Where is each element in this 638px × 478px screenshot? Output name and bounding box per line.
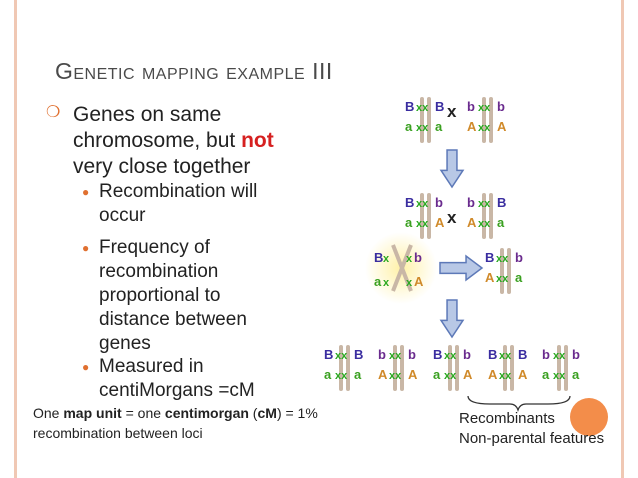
crossover-mark: xx bbox=[499, 370, 512, 382]
allele-label: A bbox=[488, 367, 498, 382]
allele-label: B bbox=[497, 195, 506, 210]
crossover-mark: xx bbox=[478, 122, 491, 134]
allele-label: A bbox=[463, 367, 473, 382]
crossover-mark: xx bbox=[389, 350, 402, 362]
recombinants-line: Recombinants bbox=[459, 410, 555, 427]
crossover-mark: xx bbox=[478, 102, 491, 114]
allele-label: A bbox=[485, 270, 495, 285]
allele-label: B bbox=[405, 99, 414, 114]
crossover-mark: xx bbox=[478, 218, 491, 230]
allele-label: b bbox=[435, 195, 443, 210]
allele-label: a bbox=[497, 215, 505, 230]
allele-label: A bbox=[497, 119, 507, 134]
allele-label: b bbox=[467, 195, 475, 210]
allele-label: b bbox=[414, 250, 422, 265]
recombinants-label: Recombinants Non-parental features bbox=[459, 409, 604, 449]
allele-label: a bbox=[435, 119, 443, 134]
allele-label: b bbox=[463, 347, 471, 362]
allele-label: a bbox=[405, 119, 413, 134]
crossover-mark: xx bbox=[499, 350, 512, 362]
allele-label: a bbox=[324, 367, 332, 382]
allele-label: b bbox=[497, 99, 505, 114]
allele-label: b bbox=[408, 347, 416, 362]
allele-label: B bbox=[433, 347, 442, 362]
cross-symbol: x bbox=[447, 208, 457, 227]
allele-label: b bbox=[515, 250, 523, 265]
non-parental-line: Non-parental features bbox=[459, 430, 604, 447]
crossover-mark: x bbox=[406, 277, 413, 289]
crossover-mark: x bbox=[383, 253, 390, 265]
crossover-mark: xx bbox=[444, 370, 457, 382]
allele-label: B bbox=[324, 347, 333, 362]
crossover-mark: xx bbox=[416, 198, 429, 210]
allele-label: a bbox=[374, 274, 382, 289]
allele-label: A bbox=[408, 367, 418, 382]
crossover-mark: x bbox=[383, 277, 390, 289]
right-arrow-icon bbox=[440, 256, 482, 280]
allele-label: a bbox=[405, 215, 413, 230]
allele-label: B bbox=[354, 347, 363, 362]
allele-label: a bbox=[572, 367, 580, 382]
crossover-mark: xx bbox=[496, 253, 509, 265]
crossover-mark: xx bbox=[335, 350, 348, 362]
crossover-mark: xx bbox=[416, 102, 429, 114]
crossover-mark: xx bbox=[553, 350, 566, 362]
crossover-mark: xx bbox=[416, 218, 429, 230]
allele-label: A bbox=[467, 215, 477, 230]
allele-label: A bbox=[378, 367, 388, 382]
crossover-mark: xx bbox=[496, 273, 509, 285]
crossover-mark: xx bbox=[553, 370, 566, 382]
cross-symbol: x bbox=[447, 102, 457, 121]
allele-label: A bbox=[435, 215, 445, 230]
allele-label: A bbox=[414, 274, 424, 289]
crossover-mark: xx bbox=[478, 198, 491, 210]
crossover-mark: x bbox=[406, 253, 413, 265]
allele-label: a bbox=[354, 367, 362, 382]
allele-label: a bbox=[433, 367, 441, 382]
crossover-mark: xx bbox=[389, 370, 402, 382]
allele-label: B bbox=[518, 347, 527, 362]
allele-label: A bbox=[518, 367, 528, 382]
allele-label: A bbox=[467, 119, 477, 134]
recombinants-brace bbox=[468, 396, 570, 410]
allele-label: B bbox=[485, 250, 494, 265]
down-arrow-icon bbox=[441, 300, 463, 337]
allele-label: b bbox=[572, 347, 580, 362]
crossover-mark: xx bbox=[335, 370, 348, 382]
allele-label: B bbox=[488, 347, 497, 362]
allele-label: a bbox=[515, 270, 523, 285]
allele-label: a bbox=[542, 367, 550, 382]
allele-label: B bbox=[405, 195, 414, 210]
crossover-mark: xx bbox=[444, 350, 457, 362]
allele-label: B bbox=[374, 250, 383, 265]
allele-label: b bbox=[542, 347, 550, 362]
down-arrow-icon bbox=[441, 150, 463, 187]
allele-label: b bbox=[467, 99, 475, 114]
allele-label: B bbox=[435, 99, 444, 114]
crossover-mark: xx bbox=[416, 122, 429, 134]
allele-label: b bbox=[378, 347, 386, 362]
